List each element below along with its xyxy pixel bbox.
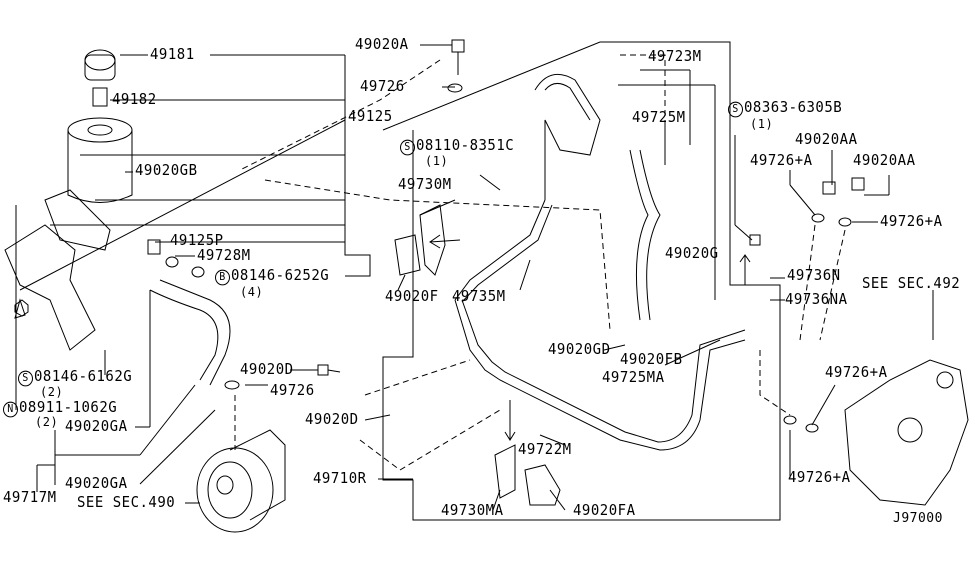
dashed-guides — [234, 54, 846, 471]
label-49726-A: 49726+A — [825, 364, 888, 382]
label-49730M: 49730M — [398, 176, 452, 194]
see-sec-490-link[interactable]: SEE SEC.490 — [77, 494, 176, 512]
pump — [196, 429, 286, 533]
screw-symbol-icon: S — [18, 370, 33, 387]
label-49020GB: 49020GB — [135, 162, 198, 180]
label-49723M: 49723M — [648, 48, 702, 66]
label-49726-A: 49726+A — [880, 213, 943, 231]
label-49726: 49726 — [360, 78, 405, 96]
qty-08146-6252G: (4) — [240, 284, 264, 300]
label-49710R: 49710R — [313, 470, 367, 488]
label-49020GD: 49020GD — [548, 341, 611, 359]
clamps — [394, 204, 751, 506]
qty-08363-6305B: (1) — [750, 116, 774, 132]
label-49725MA: 49725MA — [602, 369, 665, 387]
bracket — [4, 224, 96, 351]
label-49726: 49726 — [270, 382, 315, 400]
gear-box — [844, 359, 969, 506]
label-49726-A: 49726+A — [788, 469, 851, 487]
diagram-code: J97000 — [893, 510, 943, 527]
label-49020G: 49020G — [665, 245, 719, 263]
label-49020A: 49020A — [355, 36, 409, 54]
see-sec-492-link[interactable]: SEE SEC.492 — [862, 275, 961, 293]
label-49125P: 49125P — [170, 232, 224, 250]
nut-symbol-icon: N — [3, 401, 18, 418]
label-49736NA: 49736NA — [785, 291, 848, 309]
label-49722M: 49722M — [518, 441, 572, 459]
label-49728M: 49728M — [197, 247, 251, 265]
label-49020D: 49020D — [240, 361, 294, 379]
label-49020AA: 49020AA — [795, 131, 858, 149]
label-49730MA: 49730MA — [441, 502, 504, 520]
pipes — [454, 199, 746, 451]
label-49181: 49181 — [150, 46, 195, 64]
label-49020AA: 49020AA — [853, 152, 916, 170]
label-49182: 49182 — [112, 91, 157, 109]
label-49020GA: 49020GA — [65, 475, 128, 493]
reservoir — [44, 49, 133, 251]
label-49725M: 49725M — [632, 109, 686, 127]
frame-lines — [344, 41, 781, 521]
label-49020D: 49020D — [305, 411, 359, 429]
bolt-symbol-icon: B — [215, 269, 230, 286]
label-49736N: 49736N — [787, 267, 841, 285]
qty-08146-6162G: (2) — [40, 384, 64, 400]
qty-08110-8351C: (1) — [425, 153, 449, 169]
screw-symbol-icon: S — [728, 101, 743, 118]
label-49735M: 49735M — [452, 288, 506, 306]
bolts-and-washers — [14, 39, 865, 433]
screw-symbol-icon: S — [400, 139, 415, 156]
qty-08911-1062G: (2) — [35, 414, 59, 430]
label-49020GA: 49020GA — [65, 418, 128, 436]
label-49125: 49125 — [348, 108, 393, 126]
label-49726-A: 49726+A — [750, 152, 813, 170]
label-49717M: 49717M — [3, 489, 57, 507]
hoses — [149, 73, 661, 386]
label-49020F: 49020F — [385, 288, 439, 306]
label-49020FB: 49020FB — [620, 351, 683, 369]
label-49020FA: 49020FA — [573, 502, 636, 520]
leader-lines — [15, 44, 934, 511]
